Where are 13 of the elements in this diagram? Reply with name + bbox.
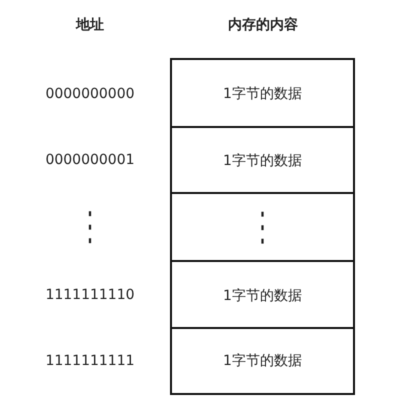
cell-text: ⋮: [252, 206, 274, 250]
address-label: 1111111110: [45, 287, 135, 303]
address-label: 0000000000: [45, 86, 135, 102]
column-heading: 内存的内容: [228, 16, 298, 34]
cell-text: 1字节的数据: [223, 85, 302, 103]
memory-cell: [170, 327, 355, 395]
cell-text: 1字节的数据: [223, 352, 302, 370]
address-label: 1111111111: [45, 353, 135, 369]
ellipsis-dots: ⋮: [79, 206, 101, 250]
cell-text: 1字节的数据: [223, 286, 302, 304]
column-heading: 地址: [76, 16, 104, 34]
cell-text: 1字节的数据: [223, 152, 302, 170]
address-label: 0000000001: [45, 152, 135, 168]
